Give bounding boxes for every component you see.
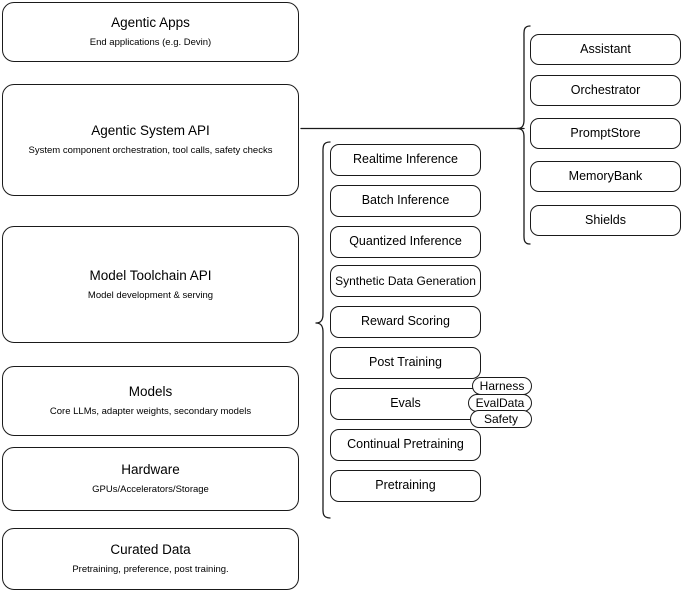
component-box-shields[interactable]: Shields: [530, 205, 681, 236]
component-box-orchestrator[interactable]: Orchestrator: [530, 75, 681, 106]
layer-subtitle: GPUs/Accelerators/Storage: [92, 484, 209, 495]
capability-box-quantized-inference[interactable]: Quantized Inference: [330, 226, 481, 258]
eval-pill-safety[interactable]: Safety: [470, 410, 532, 428]
component-label: Orchestrator: [570, 82, 641, 97]
capability-box-batch-inference[interactable]: Batch Inference: [330, 185, 481, 217]
layer-subtitle: Pretraining, preference, post training.: [72, 564, 229, 575]
capability-box-post-training[interactable]: Post Training: [330, 347, 481, 379]
brace-system-components: [516, 25, 531, 245]
component-box-promptstore[interactable]: PromptStore: [530, 118, 681, 149]
layer-title: Models: [128, 384, 173, 400]
layer-subtitle: Core LLMs, adapter weights, secondary mo…: [49, 406, 252, 417]
capability-box-synthetic-data-generation[interactable]: Synthetic Data Generation: [330, 265, 481, 297]
capability-box-realtime-inference[interactable]: Realtime Inference: [330, 144, 481, 176]
component-label: MemoryBank: [568, 168, 643, 183]
layer-box-models[interactable]: Models Core LLMs, adapter weights, secon…: [2, 366, 299, 436]
layer-box-hardware[interactable]: Hardware GPUs/Accelerators/Storage: [2, 447, 299, 511]
layer-title: Agentic System API: [91, 123, 210, 139]
capability-label: Synthetic Data Generation: [335, 273, 476, 288]
capability-label: Realtime Inference: [353, 152, 458, 167]
eval-pill-label: EvalData: [475, 395, 525, 410]
capability-label: Batch Inference: [361, 193, 450, 208]
capability-label: Evals: [390, 396, 421, 411]
layer-title: Agentic Apps: [111, 15, 190, 31]
layer-title: Curated Data: [110, 542, 191, 558]
layer-box-curated-data[interactable]: Curated Data Pretraining, preference, po…: [2, 528, 299, 590]
layer-subtitle: End applications (e.g. Devin): [89, 37, 212, 48]
capability-label: Post Training: [369, 355, 442, 370]
capability-label: Quantized Inference: [349, 234, 462, 249]
layer-box-agentic-system-api[interactable]: Agentic System API System component orch…: [2, 84, 299, 196]
layer-subtitle: System component orchestration, tool cal…: [28, 145, 273, 156]
capability-label: Continual Pretraining: [347, 437, 464, 452]
brace-capabilities: [315, 141, 331, 519]
capability-box-pretraining[interactable]: Pretraining: [330, 470, 481, 502]
eval-pill-harness[interactable]: Harness: [472, 377, 532, 395]
layer-title: Model Toolchain API: [89, 267, 212, 283]
capability-label: Pretraining: [375, 478, 436, 493]
layer-box-model-toolchain-api[interactable]: Model Toolchain API Model development & …: [2, 226, 299, 343]
capability-box-evals[interactable]: Evals: [330, 388, 481, 420]
layer-subtitle: Model development & serving: [87, 289, 214, 301]
capability-box-reward-scoring[interactable]: Reward Scoring: [330, 306, 481, 338]
component-box-memorybank[interactable]: MemoryBank: [530, 161, 681, 192]
eval-pill-label: Safety: [483, 411, 519, 426]
component-box-assistant[interactable]: Assistant: [530, 34, 681, 65]
capability-box-continual-pretraining[interactable]: Continual Pretraining: [330, 429, 481, 461]
component-label: PromptStore: [570, 125, 641, 140]
component-label: Shields: [585, 212, 626, 227]
eval-pill-label: Harness: [479, 378, 525, 393]
layer-title: Hardware: [121, 462, 180, 478]
capability-label: Reward Scoring: [361, 314, 450, 329]
layer-box-agentic-apps[interactable]: Agentic Apps End applications (e.g. Devi…: [2, 2, 299, 62]
component-label: Assistant: [580, 41, 631, 56]
